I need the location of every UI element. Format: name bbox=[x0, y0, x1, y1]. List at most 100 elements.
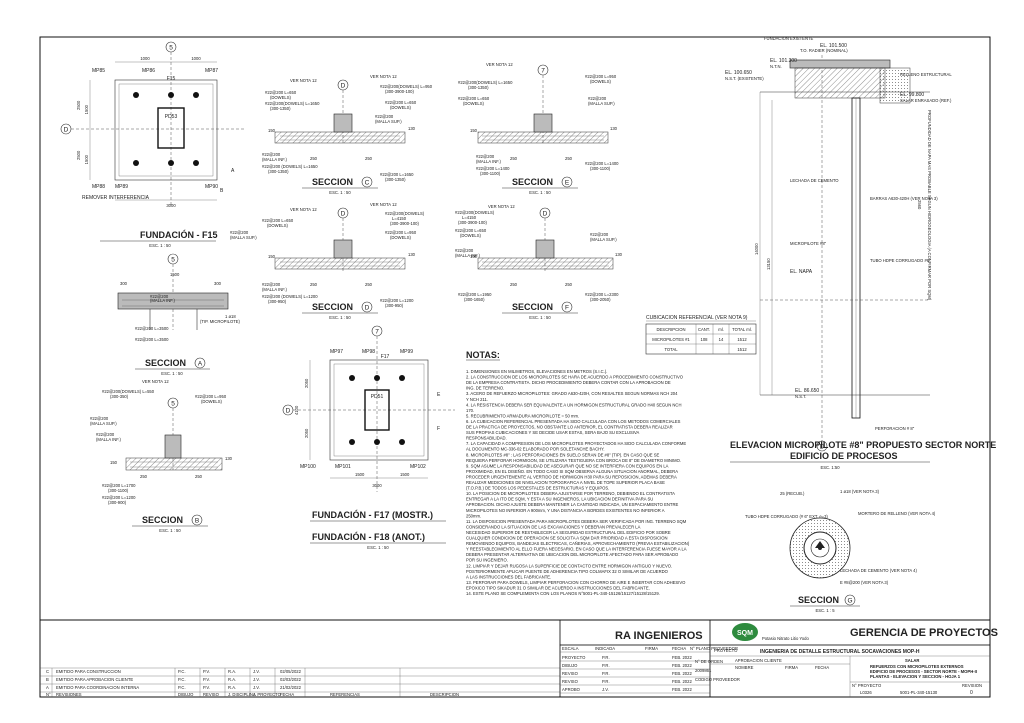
svg-text:150: 150 bbox=[268, 254, 276, 259]
svg-text:(300-3900-100): (300-3900-100) bbox=[390, 221, 419, 226]
revision-header: J. PROYECTO bbox=[253, 692, 282, 697]
revision-cell: 02/03/2022 bbox=[280, 677, 302, 682]
ra-ingenieros-logo: RA INGENIEROS bbox=[615, 630, 703, 642]
micropile-label: MP99 bbox=[400, 349, 413, 355]
svg-text:#22@200(DOWELS): #22@200(DOWELS) bbox=[385, 211, 425, 216]
svg-text:#22@200: #22@200 bbox=[455, 248, 474, 253]
svg-text:MICROPILOTE #8": MICROPILOTE #8" bbox=[790, 241, 827, 246]
svg-text:#22@200 L=950: #22@200 L=950 bbox=[385, 230, 417, 235]
svg-text:PLANTAS - ELEVACION Y SECCION: PLANTAS - ELEVACION Y SECCION - HOJA 1 bbox=[870, 674, 961, 679]
role-cell: FEB. 2022 bbox=[672, 655, 692, 660]
svg-text:(300-350): (300-350) bbox=[110, 394, 129, 399]
svg-text:MICROPILOTES #1: MICROPILOTES #1 bbox=[652, 337, 690, 342]
svg-text:(300-3900-100): (300-3900-100) bbox=[458, 220, 487, 225]
micropile-label: MP98 bbox=[362, 349, 375, 355]
svg-text:SALAR ENRASADO (REF.): SALAR ENRASADO (REF.) bbox=[900, 98, 952, 103]
nota-line: REMOVIENDO EQUIPOS, BANDEJAS ELECTRICAS,… bbox=[466, 541, 690, 546]
seccion-a-title: SECCION bbox=[145, 358, 186, 368]
svg-text:EDIFICIO DE PROCESOS - SECTOR: EDIFICIO DE PROCESOS - SECTOR NORTE - MO… bbox=[870, 669, 977, 674]
revision-cell: P.V. bbox=[203, 677, 210, 682]
micropile-marker bbox=[399, 439, 405, 445]
role-cell: FEB. 2022 bbox=[672, 671, 692, 676]
svg-text:FECHA: FECHA bbox=[815, 665, 829, 670]
svg-text:#22@200: #22@200 bbox=[375, 114, 394, 119]
svg-text:VER NOTA 12: VER NOTA 12 bbox=[290, 78, 317, 83]
nota-line: 6. LA CUBICACION REFERENCIAL PRESENTADA … bbox=[466, 419, 681, 424]
svg-text:L=4150: L=4150 bbox=[462, 215, 477, 220]
svg-text:1 ø18 (VER NOTA 3): 1 ø18 (VER NOTA 3) bbox=[840, 489, 880, 494]
svg-text:1500: 1500 bbox=[170, 272, 180, 277]
footing-tag: F15 bbox=[167, 76, 176, 82]
svg-text:#22@200: #22@200 bbox=[262, 152, 281, 157]
svg-text:250: 250 bbox=[510, 156, 518, 161]
svg-text:C: C bbox=[365, 180, 370, 187]
revision-cell: P.V. bbox=[203, 669, 210, 674]
svg-text:EL. NAPA: EL. NAPA bbox=[790, 269, 813, 275]
revision-cell: B bbox=[46, 677, 49, 682]
svg-text:LECHADA DE CEMENTO: LECHADA DE CEMENTO bbox=[790, 178, 839, 183]
svg-text:E: E bbox=[437, 392, 441, 398]
svg-text:BARRAS A630-420H (VER NOTA 3): BARRAS A630-420H (VER NOTA 3) bbox=[870, 196, 938, 201]
svg-text:25 (RECUB.): 25 (RECUB.) bbox=[780, 491, 805, 496]
revision-cell: A bbox=[46, 685, 49, 690]
nota-line: Y REESTABLECIMIENTO AL ELLO FUERA NECESA… bbox=[466, 547, 687, 552]
revision-cell: P.C. bbox=[178, 677, 186, 682]
svg-text:SQM: SQM bbox=[737, 630, 753, 637]
svg-text:MORTERO DE RELLENO (VER NOTA 4: MORTERO DE RELLENO (VER NOTA 4) bbox=[858, 511, 936, 516]
svg-text:250: 250 bbox=[310, 156, 318, 161]
fundacion-f15-title: FUNDACIÓN - F15 bbox=[140, 229, 218, 240]
svg-text:2500: 2500 bbox=[76, 150, 81, 160]
seccion-c: D VER NOTA 12 VER NOTA 12 #22@200 L=650 … bbox=[262, 74, 433, 195]
revision-cell: P.V. bbox=[203, 685, 210, 690]
elevacion-title: ELEVACION MICROPILOTE #8" PROPUESTO SECT… bbox=[730, 440, 996, 450]
svg-text:N° PLANO PROVEEDOR: N° PLANO PROVEEDOR bbox=[690, 646, 738, 651]
svg-text:EL. 101.500: EL. 101.500 bbox=[820, 43, 847, 49]
svg-text:2500: 2500 bbox=[76, 100, 81, 110]
nota-line: DE LA PRACTICA DE PROYECTOS, NO OBSTANTE… bbox=[466, 425, 673, 430]
svg-text:14000: 14000 bbox=[754, 243, 759, 255]
remover-interferencia-note: REMOVER INTERFERENCIA bbox=[82, 195, 150, 201]
svg-text:(MALLA SUP.): (MALLA SUP.) bbox=[230, 235, 257, 240]
micropile-marker bbox=[349, 375, 355, 381]
svg-text:NOMBRE: NOMBRE bbox=[735, 665, 754, 670]
svg-text:2050: 2050 bbox=[304, 428, 309, 438]
svg-text:130: 130 bbox=[615, 252, 623, 257]
elevacion-subtitle: EDIFICIO DE PROCESOS bbox=[790, 451, 898, 461]
svg-text:#22@200 L=950: #22@200 L=950 bbox=[585, 74, 617, 79]
nota-line: 8. MICROPILOTES #8" : LAS PERFORACIONES … bbox=[466, 452, 660, 457]
svg-text:1512: 1512 bbox=[737, 337, 747, 342]
svg-text:2009861: 2009861 bbox=[695, 668, 712, 673]
svg-text:#22@200 L=3500: #22@200 L=3500 bbox=[135, 337, 169, 342]
nota-line: 3. ACERO DE REFUERZO MICROPILOTES: GRADO… bbox=[466, 391, 678, 396]
svg-text:0: 0 bbox=[970, 690, 973, 696]
role-cell: FEB. 2022 bbox=[672, 663, 692, 668]
nota-line: A LAS INSTRUCCIONES DEL FABRICANTE. bbox=[466, 574, 551, 579]
svg-text:N° PROYECTO: N° PROYECTO bbox=[852, 683, 882, 688]
notas-block: NOTAS: 1. DIMENSIONES EN MILIMETROS, ELE… bbox=[466, 350, 690, 596]
svg-text:(DOWELS): (DOWELS) bbox=[390, 105, 412, 110]
svg-text:RELLENO ESTRUCTURAL: RELLENO ESTRUCTURAL bbox=[900, 72, 952, 77]
svg-text:(DOWELS): (DOWELS) bbox=[460, 233, 482, 238]
svg-text:250: 250 bbox=[565, 156, 573, 161]
revision-cell: R.A. bbox=[228, 669, 236, 674]
svg-text:(MALLA INF.): (MALLA INF.) bbox=[96, 437, 122, 442]
svg-text:EL. 86.650: EL. 86.650 bbox=[795, 388, 819, 394]
nota-line: 11. LA DISPOSICION PRESENTADA PARA MICRO… bbox=[466, 519, 687, 524]
svg-text:REVISION: REVISION bbox=[962, 683, 982, 688]
svg-text:150: 150 bbox=[268, 128, 276, 133]
elevacion-micropilote: D T.O. RADIER (NOMINAL) EL. 101.500 EL. … bbox=[725, 36, 996, 470]
revision-header: N° bbox=[46, 692, 51, 697]
svg-text:(MALLA SUP.): (MALLA SUP.) bbox=[590, 237, 617, 242]
svg-text:E: E bbox=[565, 180, 570, 187]
svg-text:(MALLA SUP.): (MALLA SUP.) bbox=[375, 119, 402, 124]
svg-text:FUNDACION EXISTENTE: FUNDACION EXISTENTE bbox=[764, 36, 814, 41]
nota-line: (T.O.P.B.) DE TODOS LOS PEDESTALES DE ES… bbox=[466, 486, 609, 491]
svg-text:(MALLA SUP.): (MALLA SUP.) bbox=[90, 421, 117, 426]
fundacion-f17-title: FUNDACIÓN - F17 (MOSTR.) bbox=[312, 509, 433, 520]
revision-cell: C bbox=[46, 669, 49, 674]
revision-cell: R.A. bbox=[228, 685, 236, 690]
role-cell: REVISO bbox=[562, 671, 579, 676]
nota-line: 4. LA RESISTENCIA DEBERA SER EQUIVALENTE… bbox=[466, 402, 681, 407]
svg-text:(300-950): (300-950) bbox=[268, 299, 287, 304]
svg-text:TOTAL ml.: TOTAL ml. bbox=[732, 327, 752, 332]
